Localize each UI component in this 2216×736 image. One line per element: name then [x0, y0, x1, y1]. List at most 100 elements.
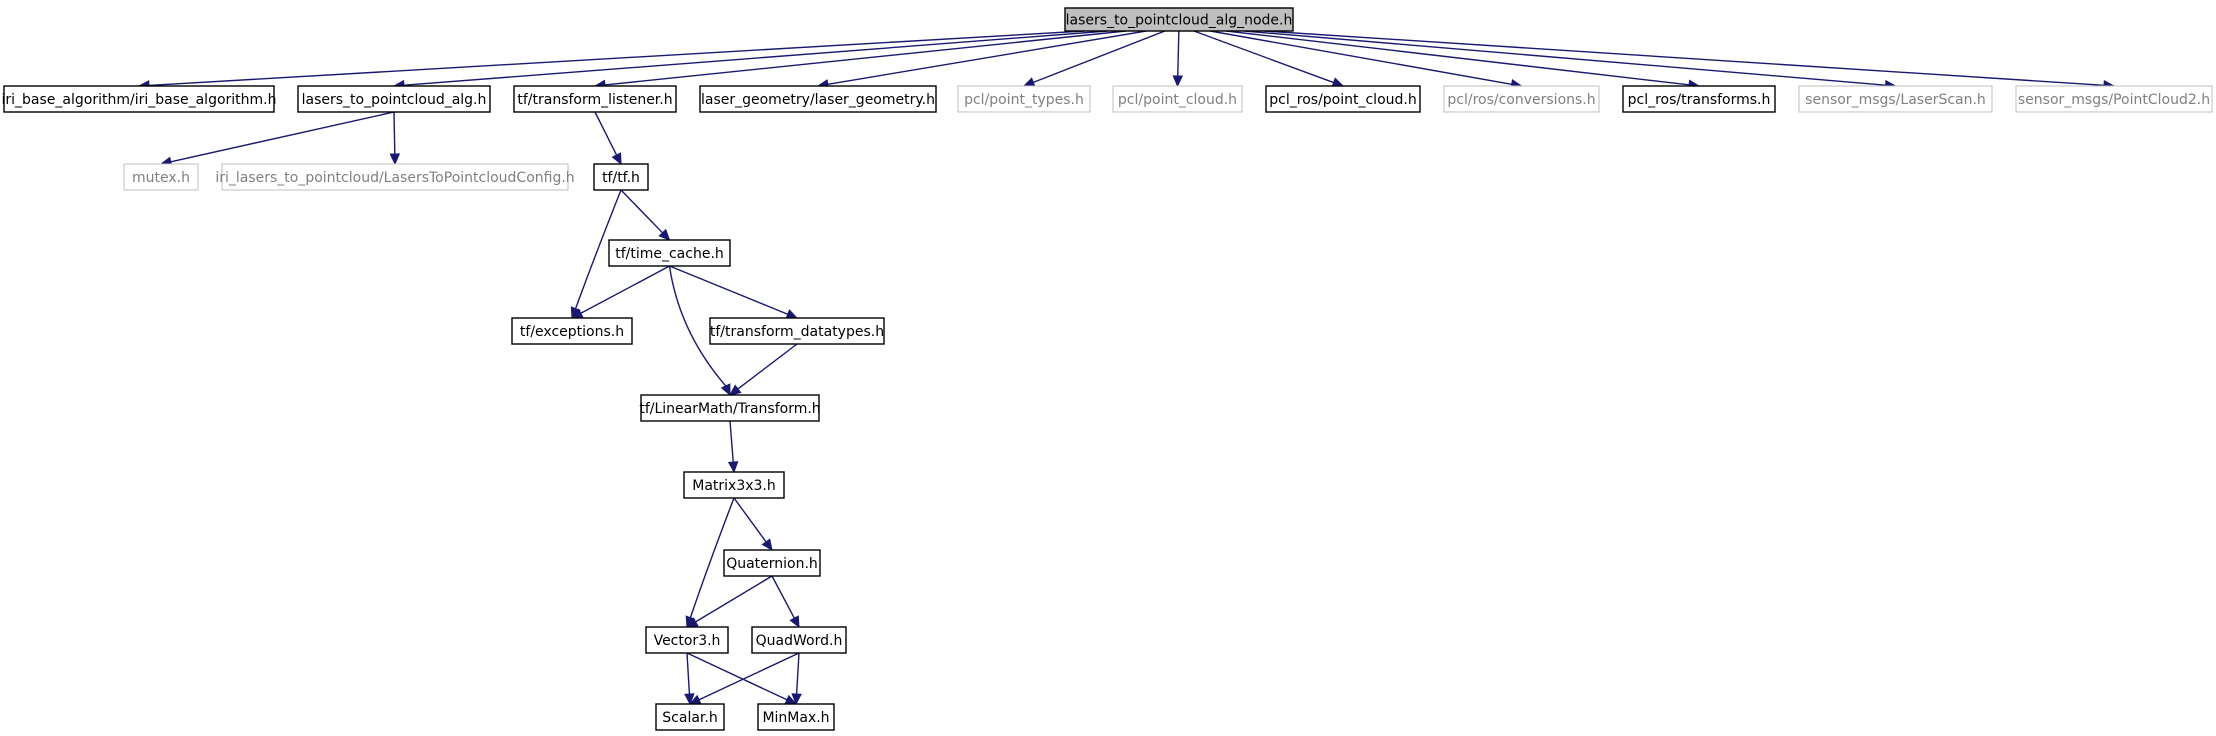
- node-minmax[interactable]: MinMax.h: [757, 703, 835, 731]
- edge-lmt-to-m33: [729, 420, 734, 463]
- node-box-lmt: [640, 394, 820, 422]
- edge-quat-to-qw: [771, 575, 795, 619]
- arrowhead-m33-to-quat: [761, 538, 773, 551]
- node-iriba[interactable]: iri_base_algorithm/iri_base_algorithm.h: [2, 85, 277, 113]
- node-label-tc: tf/time_cache.h: [615, 246, 724, 262]
- node-box-minmax: [757, 703, 835, 731]
- edge-tf-to-exc: [574, 189, 622, 309]
- node-label-ls: sensor_msgs/LaserScan.h: [1805, 92, 1986, 108]
- edge-qw-to-scalar: [698, 652, 800, 701]
- edge-tc-to-tdt: [669, 265, 789, 315]
- node-label-rostf: pcl_ros/transforms.h: [1628, 92, 1771, 108]
- node-box-conv: [1443, 85, 1600, 113]
- node-rospc[interactable]: pcl_ros/point_cloud.h: [1265, 85, 1421, 113]
- node-label-iriba: iri_base_algorithm/iri_base_algorithm.h: [2, 92, 277, 108]
- node-label-minmax: MinMax.h: [762, 710, 829, 726]
- arrowhead-tc-to-lmt: [720, 383, 731, 397]
- arrowhead-tdt-to-lmt: [729, 384, 742, 396]
- node-box-rospc: [1265, 85, 1421, 113]
- arrowhead-root-to-pc: [1172, 75, 1184, 88]
- arrowhead-qw-to-minmax: [791, 693, 802, 706]
- node-label-exc: tf/exceptions.h: [520, 324, 624, 340]
- node-tf[interactable]: tf/tf.h: [593, 163, 649, 191]
- edge-root-to-pt: [1033, 30, 1166, 84]
- nodes-layer: lasers_to_pointcloud_alg_node.h iri_base_…: [2, 7, 2213, 731]
- node-scalar[interactable]: Scalar.h: [655, 703, 725, 731]
- node-box-root: [1064, 7, 1294, 32]
- edge-vec3-to-minmax: [686, 652, 788, 701]
- node-box-alg: [297, 85, 491, 113]
- node-tfl[interactable]: tf/transform_listener.h: [513, 85, 677, 113]
- node-box-rostf: [1622, 85, 1776, 113]
- node-label-pt: pcl/point_types.h: [964, 92, 1084, 108]
- edge-root-to-ls: [1244, 30, 1886, 86]
- arrowhead-alg-to-cfg: [389, 153, 401, 166]
- edge-tdt-to-lmt: [737, 343, 798, 390]
- arrowhead-tf-to-tc: [658, 228, 671, 241]
- node-lg[interactable]: laser_geometry/laser_geometry.h: [699, 85, 937, 113]
- node-vec3[interactable]: Vector3.h: [645, 626, 729, 654]
- node-box-scalar: [655, 703, 725, 731]
- node-box-exc: [511, 317, 633, 345]
- node-tc[interactable]: tf/time_cache.h: [608, 239, 731, 267]
- edge-root-to-pc2: [1263, 30, 2105, 87]
- edge-root-to-pc: [1177, 30, 1180, 77]
- node-label-root: lasers_to_pointcloud_alg_node.h: [1066, 13, 1293, 29]
- node-root[interactable]: lasers_to_pointcloud_alg_node.h: [1064, 7, 1294, 32]
- node-label-alg: lasers_to_pointcloud_alg.h: [302, 92, 487, 108]
- node-label-quat: Quaternion.h: [726, 556, 818, 572]
- node-alg[interactable]: lasers_to_pointcloud_alg.h: [297, 85, 491, 113]
- edge-alg-to-mutex: [170, 111, 395, 163]
- node-exc[interactable]: tf/exceptions.h: [511, 317, 633, 345]
- arrowhead-lmt-to-m33: [727, 461, 739, 474]
- node-label-tf: tf/tf.h: [602, 170, 640, 186]
- node-box-tf: [593, 163, 649, 191]
- node-pt: pcl/point_types.h: [957, 85, 1091, 113]
- arrowhead-tfl-to-tf: [611, 152, 622, 166]
- node-box-qw: [751, 626, 847, 654]
- edge-root-to-alg: [403, 30, 1108, 86]
- edge-vec3-to-scalar: [686, 652, 691, 695]
- node-label-conv: pcl/ros/conversions.h: [1447, 92, 1595, 108]
- node-label-rospc: pcl_ros/point_cloud.h: [1269, 92, 1416, 108]
- node-label-mutex: mutex.h: [132, 170, 190, 186]
- node-box-tfl: [513, 85, 677, 113]
- edge-root-to-lg: [827, 30, 1147, 86]
- edge-m33-to-quat: [733, 497, 767, 543]
- edge-root-to-tfl: [604, 30, 1126, 86]
- node-pc: pcl/point_cloud.h: [1112, 85, 1243, 113]
- edge-tf-to-tc: [620, 189, 664, 234]
- arrowhead-quat-to-qw: [789, 615, 800, 629]
- node-label-tdt: tf/transform_datatypes.h: [710, 324, 884, 340]
- node-rostf[interactable]: pcl_ros/transforms.h: [1622, 85, 1776, 113]
- node-box-vec3: [645, 626, 729, 654]
- node-box-iriba: [3, 85, 275, 113]
- node-tdt[interactable]: tf/transform_datatypes.h: [709, 317, 885, 345]
- arrowhead-root-to-pt: [1022, 77, 1036, 88]
- node-qw[interactable]: QuadWord.h: [751, 626, 847, 654]
- node-label-scalar: Scalar.h: [662, 710, 717, 726]
- node-label-tfl: tf/transform_listener.h: [517, 92, 672, 108]
- edges-layer: [137, 30, 2116, 706]
- node-lmt[interactable]: tf/LinearMath/Transform.h: [639, 394, 821, 422]
- node-label-qw: QuadWord.h: [756, 633, 843, 649]
- node-cfg: iri_lasers_to_pointcloud/LasersToPointcl…: [215, 163, 575, 191]
- node-mutex: mutex.h: [123, 163, 199, 191]
- node-label-pc: pcl/point_cloud.h: [1118, 92, 1237, 108]
- edge-root-to-rospc: [1193, 30, 1334, 84]
- node-m33[interactable]: Matrix3x3.h: [683, 471, 785, 499]
- edge-root-to-iriba: [148, 30, 1085, 87]
- edge-tc-to-lmt: [668, 265, 727, 387]
- node-pc2: sensor_msgs/PointCloud2.h: [2015, 85, 2213, 113]
- node-label-lmt: tf/LinearMath/Transform.h: [639, 401, 820, 417]
- edge-tfl-to-tf: [594, 111, 618, 156]
- edge-quat-to-vec3: [695, 575, 773, 623]
- node-ls: sensor_msgs/LaserScan.h: [1798, 85, 1993, 113]
- edge-qw-to-minmax: [795, 652, 800, 695]
- node-box-pc2: [2015, 85, 2213, 113]
- node-quat[interactable]: Quaternion.h: [723, 549, 821, 577]
- node-box-quat: [723, 549, 821, 577]
- node-label-m33: Matrix3x3.h: [692, 478, 776, 494]
- node-conv: pcl/ros/conversions.h: [1443, 85, 1600, 113]
